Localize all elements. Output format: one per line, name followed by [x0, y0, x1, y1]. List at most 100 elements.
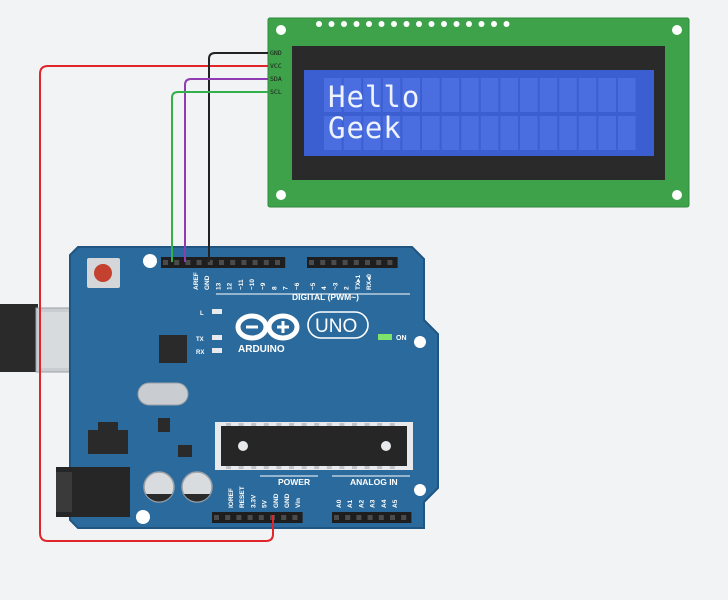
digital-header-left-socket[interactable] [196, 260, 202, 265]
analog-pin-label: A2 [358, 499, 365, 508]
power-header-socket[interactable] [214, 515, 219, 520]
chip-notch-left [238, 441, 248, 451]
lcd-char-cell [441, 116, 460, 150]
digital-header-left-socket[interactable] [275, 260, 280, 265]
digital-header-right-socket[interactable] [309, 260, 314, 265]
board-mount-hole-2 [414, 336, 426, 348]
digital-header-right-socket[interactable] [387, 260, 393, 265]
lcd-char-cell [402, 116, 420, 150]
uno-badge [307, 311, 369, 339]
analog-header-socket[interactable] [378, 515, 384, 520]
digital-pin-label: ~11 [238, 279, 245, 290]
digital-header-right-socket[interactable] [353, 260, 359, 265]
power-header-socket[interactable] [258, 515, 264, 520]
power-pin-label: Vin [295, 498, 302, 508]
lcd-pin-label-gnd: GND [270, 49, 282, 57]
lcd-module[interactable]: Hello Geek GND VCC SDA SCL [267, 17, 690, 208]
lcd-pin-label-sda: SDA [270, 75, 282, 83]
wire-vcc[interactable] [39, 65, 274, 542]
power-led-label: ON [396, 335, 407, 342]
arduino-brand-text: ARDUINO [238, 344, 285, 355]
digital-header-right-socket[interactable] [342, 260, 348, 265]
analog-header [332, 512, 412, 523]
chip-leg [364, 423, 370, 426]
digital-pin-label: 4 [321, 286, 328, 290]
chip-leg [339, 423, 345, 426]
digital-pin-label: GND [204, 275, 211, 290]
wire-sda[interactable] [184, 78, 268, 262]
digital-header-left-socket[interactable] [241, 260, 247, 265]
digital-pin-label: TX▸1 [355, 274, 362, 290]
digital-header-left-socket[interactable] [207, 260, 213, 265]
lcd-header-pad [366, 21, 372, 27]
lcd-char-cell [618, 116, 636, 150]
power-header-socket[interactable] [281, 515, 287, 520]
power-pin-label: RESET [239, 486, 246, 508]
lcd-header-pad [453, 21, 460, 27]
digital-header-left-socket[interactable] [174, 260, 180, 265]
digital-header-right-socket[interactable] [365, 260, 370, 265]
analog-header-socket[interactable] [356, 515, 362, 520]
analog-pin-label: A4 [381, 499, 388, 508]
voltage-regulator [88, 430, 128, 454]
chip-leg [238, 423, 244, 426]
digital-header-left-socket[interactable] [163, 260, 168, 265]
chip-leg [301, 466, 307, 469]
lcd-char-cell [480, 116, 499, 150]
digital-pin-label: ~9 [260, 282, 267, 290]
lcd-char-cell [363, 116, 381, 150]
lcd-char-cell [500, 116, 518, 150]
digital-header-right-socket[interactable] [331, 260, 337, 265]
lcd-header-pad [353, 21, 360, 27]
power-led [378, 334, 392, 340]
led-rx-label: RX [196, 350, 204, 356]
dc-barrel-jack-front [56, 472, 72, 512]
digital-header-right-socket[interactable] [376, 260, 382, 265]
power-header-socket[interactable] [225, 515, 231, 520]
chip-leg [377, 423, 383, 426]
reset-button[interactable] [94, 264, 112, 282]
digital-header-left-socket[interactable] [230, 260, 236, 265]
power-header-socket[interactable] [247, 515, 253, 520]
power-pin-label: 5V [262, 499, 269, 508]
lcd-char-cell [324, 116, 342, 150]
digital-header-left-socket[interactable] [252, 260, 258, 265]
wire-gnd[interactable] [208, 52, 268, 262]
analog-header-socket[interactable] [345, 515, 351, 520]
lcd-header-pads [316, 21, 510, 27]
lcd-text-line1: Hello [328, 80, 420, 114]
digital-pin-label: ~3 [332, 282, 339, 290]
analog-header-socket[interactable] [401, 515, 407, 520]
power-pin-label: 3.3V [250, 494, 257, 508]
digital-header-left-socket[interactable] [263, 260, 269, 265]
power-header-housing [212, 512, 303, 523]
lcd-text-line2: Geek [328, 111, 402, 145]
chip-leg [352, 466, 357, 469]
lcd-char-cell [539, 116, 558, 150]
lcd-char-cell [422, 78, 440, 112]
analog-pin-label: A5 [392, 499, 399, 508]
power-pin-label: GND [284, 493, 291, 508]
wire-scl[interactable] [171, 91, 268, 262]
lcd-char-cell [520, 116, 538, 150]
digital-header-right-socket[interactable] [320, 260, 326, 265]
chip-leg [226, 423, 231, 426]
led-tx-label: TX [196, 337, 204, 343]
power-header-socket[interactable] [292, 515, 298, 520]
digital-header-left-socket[interactable] [219, 260, 224, 265]
chip-leg [263, 423, 269, 426]
chip-legs [226, 423, 395, 469]
digital-header-left-socket[interactable] [185, 260, 191, 265]
analog-header-socket[interactable] [390, 515, 395, 520]
led-tx [212, 335, 222, 340]
analog-header-socket[interactable] [367, 515, 373, 520]
lcd-char-cell [598, 116, 616, 150]
power-header-socket[interactable] [236, 515, 242, 520]
small-component-2 [178, 445, 192, 457]
analog-header-socket[interactable] [334, 515, 339, 520]
lcd-mount-hole-tl [276, 25, 286, 35]
capacitor-2-mark [184, 494, 210, 502]
